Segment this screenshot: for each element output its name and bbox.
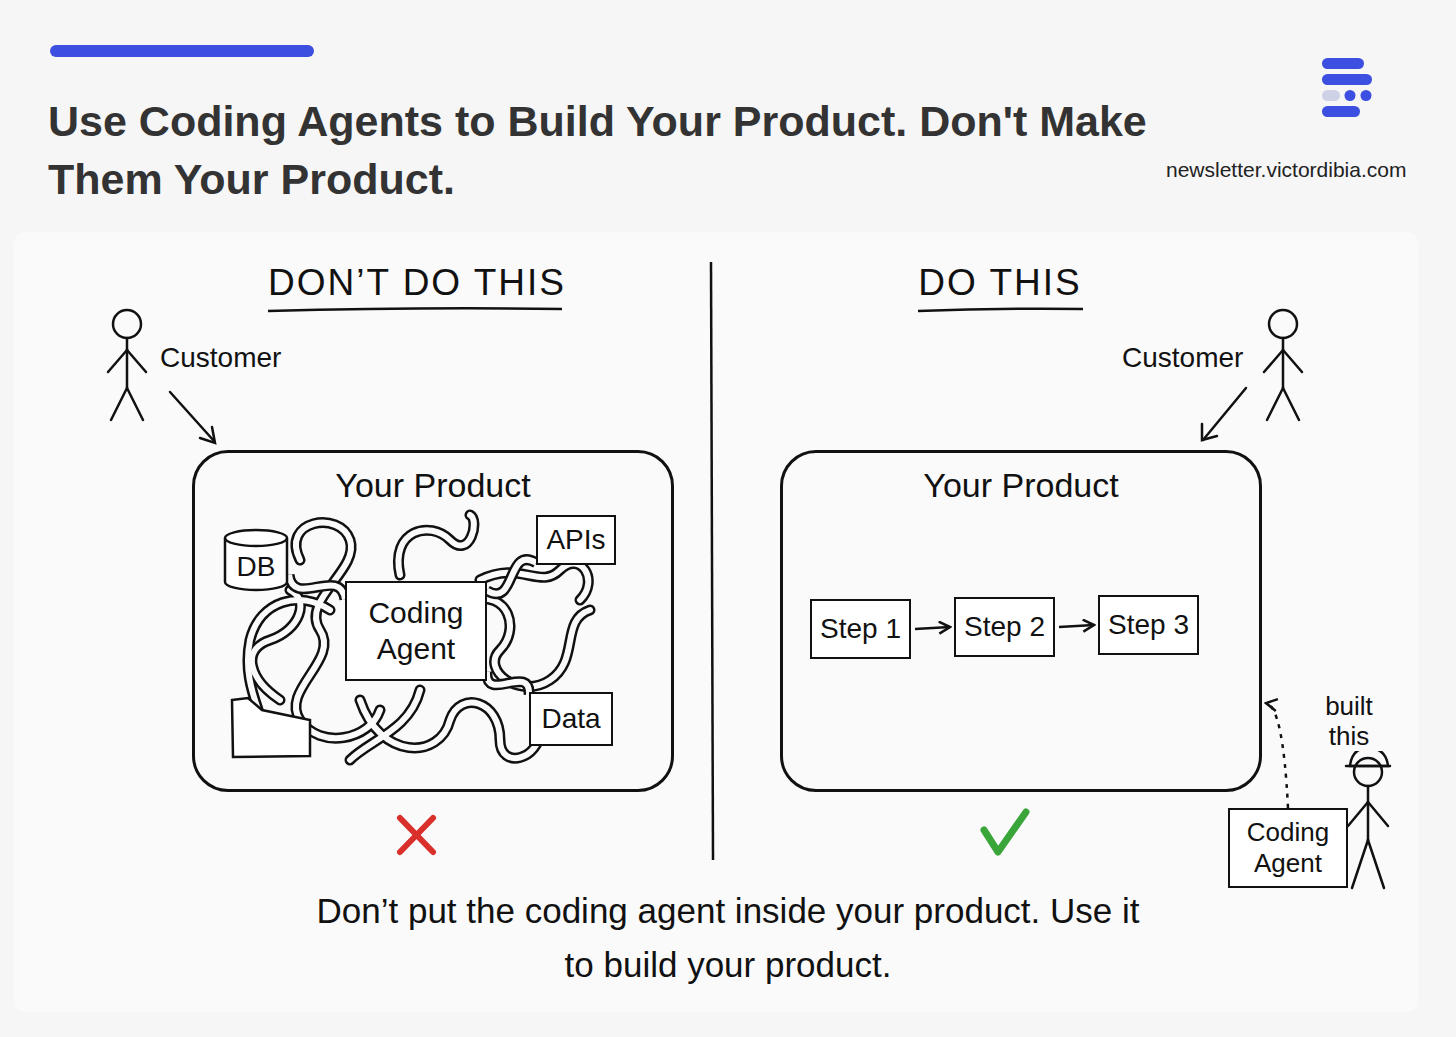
box-label: Step 2 [964, 610, 1045, 644]
actor-label: Customer [160, 342, 281, 374]
product-boundary: Your ProductStep 1 Step 2 Step 3 [780, 450, 1262, 792]
box-label: Coding Agent [1230, 817, 1346, 879]
connector [1059, 625, 1094, 627]
actor-label: Customer [1122, 342, 1243, 374]
agent-box: Coding Agent [1228, 808, 1348, 888]
edge-label: built this [1316, 691, 1382, 751]
box-label: DB [237, 550, 276, 584]
api-box: APIs [536, 515, 616, 565]
connector [487, 671, 529, 695]
box-label: Step 3 [1108, 608, 1189, 642]
box-label: APIs [546, 523, 605, 557]
title: Use Coding Agents to Build Your Product.… [48, 92, 1148, 208]
caption: Don’t put the coding agent inside your p… [298, 884, 1158, 992]
connector [915, 627, 950, 629]
database-cylinder: DB [223, 528, 289, 592]
section-heading: DON’T DO THIS [268, 262, 562, 304]
box-heading: Your Product [783, 465, 1259, 506]
connector [1266, 703, 1288, 808]
agent-box: Coding Agent [345, 581, 487, 681]
box-label: Data [541, 702, 600, 736]
data-box: Data [529, 692, 613, 746]
step-box: Step 1 [810, 599, 911, 659]
product-boundary: Your ProductDB APIsCoding AgentData [192, 450, 674, 792]
box-label: Coding Agent [347, 595, 485, 667]
step-box: Step 3 [1098, 595, 1199, 655]
connector [289, 575, 345, 600]
step-box: Step 2 [954, 597, 1055, 657]
box-label: Step 1 [820, 612, 901, 646]
connector [487, 560, 536, 594]
section-heading: DO THIS [900, 262, 1100, 304]
website-url: newsletter.victordibia.com [1166, 158, 1406, 182]
box-heading: Your Product [195, 465, 671, 506]
